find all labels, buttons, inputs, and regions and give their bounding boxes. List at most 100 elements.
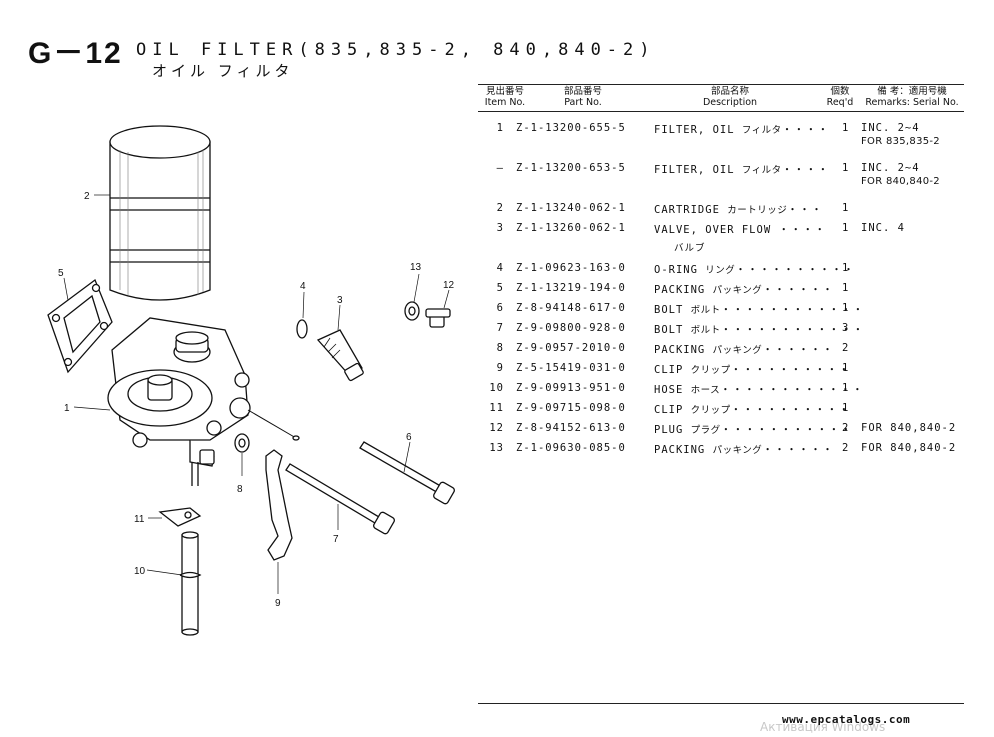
remarks: INC. 2~4 <box>861 162 920 174</box>
remarks: INC. 2~4 <box>861 122 920 134</box>
parts-row: 13 Z-1-09630-085-0 PACKING パッキング・・・・・・ 2 FOR… <box>478 442 964 462</box>
part-description: PACKING パッキング・・・・・・ <box>654 282 834 297</box>
leader-dots: ・・・・ <box>778 224 827 236</box>
leader-dots: ・・・ <box>787 204 824 216</box>
quantity: 1 <box>842 382 850 394</box>
part-number: Z-1-09623-163-0 <box>516 262 626 274</box>
table-top-rule <box>478 84 964 85</box>
quantity: 1 <box>842 402 850 414</box>
description-japanese: ホース <box>690 385 721 396</box>
part-description: PACKING パッキング・・・・・・ <box>654 342 834 357</box>
description-japanese: パッキング <box>712 285 763 296</box>
leader-dots: ・・・・・・・・・・・・ <box>720 324 865 336</box>
section-code: G－12 <box>28 37 123 70</box>
item-number: 10 <box>489 382 504 394</box>
table-header-rule <box>478 111 964 112</box>
remarks: FOR 840,840-2 <box>861 422 957 434</box>
item-number: 3 <box>496 222 504 234</box>
hose-clip-part <box>158 507 202 527</box>
parts-row: 9 Z-5-15419-031-0 CLIP クリップ・・・・・・・・・・1 <box>478 362 964 382</box>
callout-10: 10 <box>134 566 146 577</box>
callout-5: 5 <box>58 268 64 279</box>
quantity: 1 <box>842 362 850 374</box>
part-description: PLUG プラグ・・・・・・・・・・・ <box>654 422 853 437</box>
item-number: 8 <box>496 342 504 354</box>
callout-3: 3 <box>337 295 343 306</box>
exploded-parts-diagram: 2 5 1 4 3 13 12 6 7 8 9 11 10 <box>47 125 455 636</box>
parts-row: 4 Z-1-09623-163-0 O-RING リング・・・・・・・・・・1 <box>478 262 964 282</box>
description-english: CLIP <box>654 364 684 376</box>
leader-dots: ・・・・・・・・・・ <box>730 404 851 416</box>
quantity: 1 <box>842 262 850 274</box>
part-description: CLIP クリップ・・・・・・・・・・ <box>654 362 851 377</box>
description-japanese: フィルタ <box>741 165 782 176</box>
description-japanese: フィルタ <box>741 125 782 136</box>
remarks-serial: FOR 840,840-2 <box>861 176 940 187</box>
callout-13: 13 <box>410 262 422 273</box>
part-description: O-RING リング・・・・・・・・・・ <box>654 262 855 277</box>
part-description: VALVE, OVER FLOW ・・・・ <box>654 222 826 237</box>
leader-dots: ・・・・・・・・・・・・ <box>720 304 865 316</box>
item-number: 12 <box>489 422 504 434</box>
callout-2: 2 <box>84 191 90 202</box>
description-english: FILTER, OIL <box>654 164 735 176</box>
leader-dots: ・・・・・・・・・・ <box>735 264 856 276</box>
description-japanese: プラグ <box>690 425 721 436</box>
description-english: BOLT <box>654 324 684 336</box>
quantity: 2 <box>842 442 850 454</box>
item-number: 7 <box>496 322 504 334</box>
quantity: 3 <box>842 322 850 334</box>
description-japanese: パッキング <box>712 445 763 456</box>
part-description: PACKING パッキング・・・・・・ <box>654 442 834 457</box>
description-english: BOLT <box>654 304 684 316</box>
gasket-packing-part <box>47 278 113 374</box>
part-description: FILTER, OIL フィルタ・・・・ <box>654 122 830 137</box>
leader-dots: ・・・・ <box>781 164 830 176</box>
long-bolt-part <box>359 441 455 505</box>
item-number: 11 <box>489 402 504 414</box>
leader-dots: ・・・・・・ <box>762 444 835 456</box>
remarks: FOR 840,840-2 <box>861 442 957 454</box>
part-number: Z-8-94152-613-0 <box>516 422 626 434</box>
item-number: 1 <box>496 122 504 134</box>
part-number: Z-5-15419-031-0 <box>516 362 626 374</box>
callout-12: 12 <box>443 280 455 291</box>
description-english: O-RING <box>654 264 698 276</box>
hose-part <box>179 531 202 636</box>
part-number: Z-1-09630-085-0 <box>516 442 626 454</box>
callout-8: 8 <box>237 484 243 495</box>
item-number: 4 <box>496 262 504 274</box>
quantity: 1 <box>842 222 850 234</box>
item-number: 9 <box>496 362 504 374</box>
quantity: 2 <box>842 422 850 434</box>
callout-9: 9 <box>275 598 281 609</box>
description-english: PLUG <box>654 424 684 436</box>
description-english: PACKING <box>654 344 706 356</box>
description-japanese: リング <box>705 265 736 276</box>
description-english: PACKING <box>654 284 706 296</box>
part-description: FILTER, OIL フィルタ・・・・ <box>654 162 830 177</box>
quantity: 1 <box>842 122 850 134</box>
part-description: CLIP クリップ・・・・・・・・・・ <box>654 402 851 417</box>
item-number: 5 <box>496 282 504 294</box>
item-number: 13 <box>489 442 504 454</box>
part-number: Z-9-09913-951-0 <box>516 382 626 394</box>
part-number: Z-8-94148-617-0 <box>516 302 626 314</box>
plug-and-packing-part <box>404 301 451 328</box>
filter-head-body-part <box>107 317 300 486</box>
callout-1: 1 <box>64 403 70 414</box>
description-japanese: クリップ <box>690 405 731 416</box>
